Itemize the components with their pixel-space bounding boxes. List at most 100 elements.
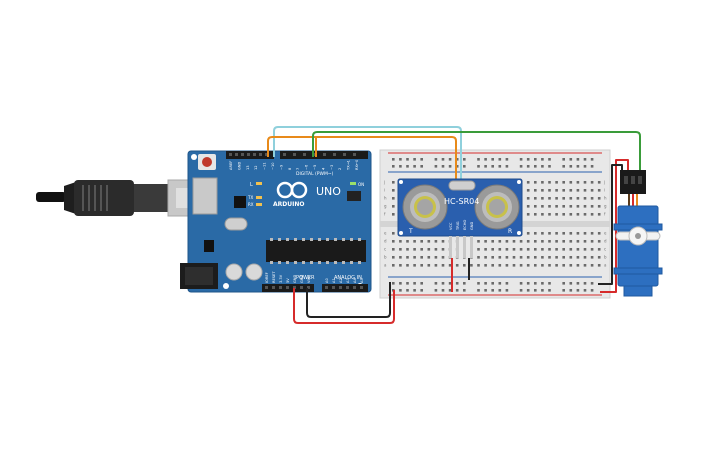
breadboard-hole[interactable] <box>413 264 416 267</box>
breadboard-hole[interactable] <box>555 248 558 251</box>
breadboard-hole[interactable] <box>576 197 580 200</box>
breadboard-hole[interactable] <box>583 213 587 216</box>
breadboard-hole[interactable] <box>541 240 544 243</box>
breadboard-hole[interactable] <box>434 240 438 243</box>
breadboard-hole[interactable] <box>541 232 544 235</box>
breadboard-hole[interactable] <box>463 165 466 168</box>
breadboard-hole[interactable] <box>491 158 494 161</box>
breadboard-hole[interactable] <box>576 181 580 184</box>
breadboard-hole[interactable] <box>463 158 466 161</box>
breadboard-hole[interactable] <box>590 282 594 285</box>
breadboard-hole[interactable] <box>562 205 565 208</box>
breadboard-hole[interactable] <box>541 165 544 168</box>
breadboard-hole[interactable] <box>569 205 573 208</box>
breadboard-hole[interactable] <box>534 248 537 251</box>
breadboard-hole[interactable] <box>569 256 573 259</box>
breadboard-hole[interactable] <box>484 158 487 161</box>
breadboard-hole[interactable] <box>413 282 416 285</box>
breadboard-hole[interactable] <box>526 248 530 251</box>
breadboard-hole[interactable] <box>562 240 565 243</box>
breadboard-hole[interactable] <box>413 289 416 292</box>
breadboard-hole[interactable] <box>526 264 530 267</box>
breadboard-hole[interactable] <box>555 197 558 200</box>
breadboard-hole[interactable] <box>491 264 494 267</box>
breadboard-hole[interactable] <box>484 240 487 243</box>
breadboard-hole[interactable] <box>576 264 580 267</box>
breadboard-hole[interactable] <box>576 232 580 235</box>
breadboard-hole[interactable] <box>590 213 594 216</box>
servo-red-wire[interactable] <box>600 159 629 293</box>
breadboard-hole[interactable] <box>420 264 423 267</box>
breadboard-hole[interactable] <box>534 205 537 208</box>
breadboard-hole[interactable] <box>569 213 573 216</box>
breadboard-hole[interactable] <box>526 189 530 192</box>
breadboard-hole[interactable] <box>392 232 395 235</box>
analog-header[interactable] <box>322 284 368 292</box>
breadboard-hole[interactable] <box>413 158 416 161</box>
breadboard-hole[interactable] <box>406 165 409 168</box>
breadboard-hole[interactable] <box>484 165 487 168</box>
breadboard-hole[interactable] <box>491 165 494 168</box>
breadboard-hole[interactable] <box>590 189 594 192</box>
breadboard-hole[interactable] <box>590 165 594 168</box>
breadboard-hole[interactable] <box>505 264 509 267</box>
breadboard-hole[interactable] <box>583 248 587 251</box>
breadboard-hole[interactable] <box>420 165 423 168</box>
breadboard-hole[interactable] <box>434 282 438 285</box>
usb-port[interactable] <box>192 177 218 215</box>
breadboard-hole[interactable] <box>548 165 551 168</box>
breadboard-hole[interactable] <box>477 165 480 168</box>
breadboard-hole[interactable] <box>548 158 551 161</box>
breadboard-hole[interactable] <box>505 158 509 161</box>
breadboard-hole[interactable] <box>406 240 409 243</box>
breadboard-hole[interactable] <box>534 197 537 200</box>
breadboard-hole[interactable] <box>569 158 573 161</box>
breadboard-hole[interactable] <box>548 197 551 200</box>
breadboard-hole[interactable] <box>548 264 551 267</box>
breadboard-hole[interactable] <box>590 264 594 267</box>
breadboard-hole[interactable] <box>576 248 580 251</box>
breadboard-hole[interactable] <box>470 264 473 267</box>
breadboard-hole[interactable] <box>555 205 558 208</box>
breadboard-hole[interactable] <box>597 181 601 184</box>
breadboard-hole[interactable] <box>441 256 445 259</box>
breadboard-hole[interactable] <box>569 165 573 168</box>
breadboard-hole[interactable] <box>555 240 558 243</box>
breadboard-hole[interactable] <box>434 256 438 259</box>
breadboard-hole[interactable] <box>434 165 438 168</box>
breadboard-hole[interactable] <box>541 158 544 161</box>
breadboard-hole[interactable] <box>498 289 502 292</box>
servo-black-wire[interactable] <box>598 164 623 285</box>
breadboard-hole[interactable] <box>583 256 587 259</box>
breadboard-hole[interactable] <box>548 213 551 216</box>
breadboard-hole[interactable] <box>399 256 402 259</box>
breadboard-hole[interactable] <box>576 289 580 292</box>
breadboard-hole[interactable] <box>562 181 565 184</box>
breadboard-hole[interactable] <box>420 289 423 292</box>
breadboard-hole[interactable] <box>569 232 573 235</box>
breadboard-hole[interactable] <box>526 213 530 216</box>
reset-button[interactable] <box>198 154 216 170</box>
breadboard-hole[interactable] <box>583 165 587 168</box>
breadboard-hole[interactable] <box>569 264 573 267</box>
breadboard-hole[interactable] <box>569 181 573 184</box>
breadboard-hole[interactable] <box>427 256 431 259</box>
breadboard-hole[interactable] <box>448 165 452 168</box>
breadboard-hole[interactable] <box>590 240 594 243</box>
breadboard-hole[interactable] <box>491 289 494 292</box>
breadboard-hole[interactable] <box>548 256 551 259</box>
power-jack[interactable] <box>180 263 218 289</box>
breadboard-hole[interactable] <box>392 205 395 208</box>
breadboard-hole[interactable] <box>526 181 530 184</box>
breadboard-hole[interactable] <box>576 189 580 192</box>
breadboard-hole[interactable] <box>505 289 509 292</box>
breadboard-hole[interactable] <box>484 248 487 251</box>
breadboard-hole[interactable] <box>562 158 565 161</box>
breadboard-hole[interactable] <box>597 256 601 259</box>
breadboard-hole[interactable] <box>477 289 480 292</box>
breadboard-hole[interactable] <box>541 197 544 200</box>
breadboard-hole[interactable] <box>526 282 530 285</box>
servo-horn-icon[interactable] <box>615 226 661 246</box>
breadboard-hole[interactable] <box>441 264 445 267</box>
breadboard-hole[interactable] <box>392 158 395 161</box>
